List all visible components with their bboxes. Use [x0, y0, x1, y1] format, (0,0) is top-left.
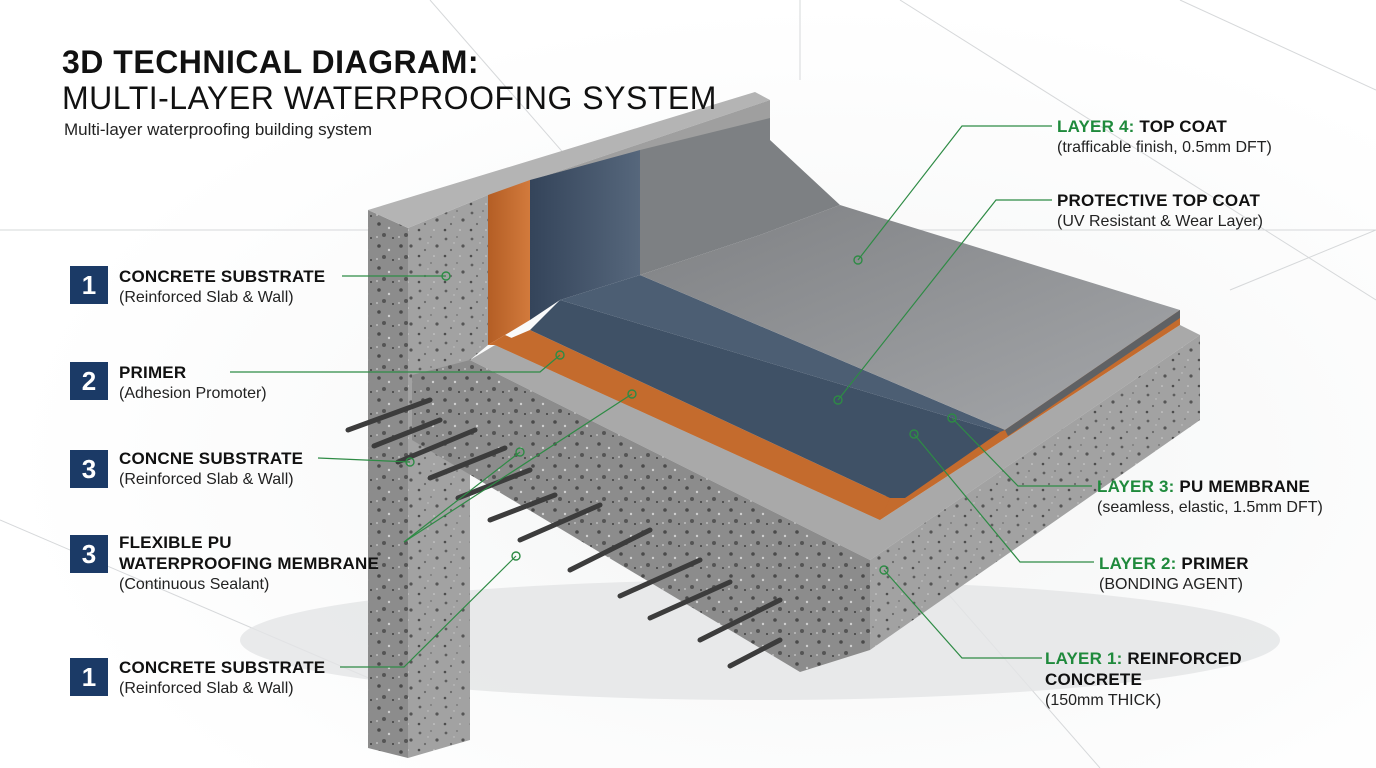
right-label-detail: (UV Resistant & Wear Layer)	[1057, 213, 1263, 230]
leader-lines	[230, 125, 1094, 668]
wall-top-face	[368, 92, 770, 228]
right-label-detail: (150mm THICK)	[1045, 692, 1162, 709]
wall-front-face	[368, 210, 408, 758]
right-label-detail: (trafficable finish, 0.5mm DFT)	[1057, 139, 1272, 156]
topcoat-edge	[1005, 310, 1180, 436]
badge-3b: 3	[70, 535, 108, 573]
badge-1: 1	[70, 266, 108, 304]
left-label-heading: CONCRETE SUBSTRATE	[119, 267, 326, 286]
leader-left-4	[403, 393, 633, 543]
leader-right-2	[837, 199, 1052, 401]
membrane-horizontal	[530, 300, 1000, 498]
layer-name: TOP COAT	[1134, 117, 1227, 136]
leader-left-3	[317, 457, 411, 463]
primer-band	[495, 330, 890, 520]
left-label-heading: CONCNE SUBSTRATE	[119, 449, 304, 468]
badge-3: 3	[70, 450, 108, 488]
membrane-horizontal-lit	[560, 275, 1005, 432]
page-subtitle: MULTI-LAYER WATERPROOFING SYSTEM	[62, 80, 717, 116]
leader-right-1	[857, 125, 1052, 261]
left-label-pu-membrane: FLEXIBLE PU WATERPROOFING MEMBRANE (Cont…	[119, 532, 379, 595]
right-label-layer4: LAYER 4: TOP COAT (trafficable finish, 0…	[1057, 116, 1272, 158]
layer-name: PU MEMBRANE	[1174, 477, 1311, 496]
layer-name: PRIMER	[1176, 554, 1249, 573]
right-label-heading: LAYER 1: REINFORCED	[1045, 648, 1242, 669]
left-label-heading-line2: WATERPROOFING MEMBRANE	[119, 554, 380, 573]
leader-right-3	[951, 417, 1092, 487]
right-label-layer2: LAYER 2: PRIMER (BONDING AGENT)	[1099, 553, 1249, 595]
left-label-detail: (Adhesion Promoter)	[119, 385, 267, 402]
left-label-detail: (Continuous Sealant)	[119, 576, 270, 593]
primer-vertical	[488, 180, 530, 345]
left-label-heading-line1: FLEXIBLE PU	[119, 533, 232, 552]
layer-prefix: LAYER 2:	[1099, 554, 1177, 573]
left-label-detail: (Reinforced Slab & Wall)	[119, 289, 294, 306]
leader-markers	[405, 255, 957, 575]
badge-2: 2	[70, 362, 108, 400]
page-title: 3D TECHNICAL DIAGRAM:	[62, 44, 480, 80]
slab-top-surface	[470, 325, 1200, 560]
page-caption: Multi-layer waterproofing building syste…	[64, 120, 373, 139]
topcoat-vertical	[640, 118, 840, 275]
right-label-layer1: LAYER 1: REINFORCED CONCRETE (150mm THIC…	[1045, 648, 1242, 711]
right-label-heading: LAYER 3: PU MEMBRANE	[1097, 476, 1323, 497]
membrane-vertical	[530, 150, 640, 320]
leader-left-2	[230, 354, 561, 373]
left-label-detail: (Reinforced Slab & Wall)	[119, 471, 294, 488]
leader-right-4	[913, 433, 1094, 563]
left-label-concrete-substrate-bottom: CONCRETE SUBSTRATE (Reinforced Slab & Wa…	[119, 657, 325, 699]
right-label-heading: LAYER 4: TOP COAT	[1057, 116, 1272, 137]
right-label-heading: PROTECTIVE TOP COAT	[1057, 191, 1261, 210]
leader-right-5	[883, 569, 1042, 659]
left-label-concrete-substrate-top: CONCRETE SUBSTRATE (Reinforced Slab & Wa…	[119, 266, 325, 308]
right-label-protective-top-coat: PROTECTIVE TOP COAT (UV Resistant & Wear…	[1057, 190, 1263, 232]
badge-1b: 1	[70, 658, 108, 696]
slab-right-face	[870, 335, 1200, 650]
right-label-heading-line2: CONCRETE	[1045, 670, 1142, 689]
left-label-heading: CONCRETE SUBSTRATE	[119, 658, 326, 677]
wall-side-face	[408, 195, 488, 758]
left-label-primer: PRIMER (Adhesion Promoter)	[119, 362, 267, 404]
right-label-detail: (BONDING AGENT)	[1099, 576, 1244, 593]
left-label-concne-substrate: CONCNE SUBSTRATE (Reinforced Slab & Wall…	[119, 448, 303, 490]
left-label-detail: (Reinforced Slab & Wall)	[119, 680, 294, 697]
right-label-heading: LAYER 2: PRIMER	[1099, 553, 1249, 574]
layer-name: REINFORCED	[1122, 649, 1242, 668]
topcoat-horizontal	[640, 205, 1180, 430]
layer-prefix: LAYER 4:	[1057, 117, 1135, 136]
layer-prefix: LAYER 3:	[1097, 477, 1175, 496]
slab-cross-section	[412, 360, 870, 672]
leader-left-5	[340, 555, 517, 668]
right-label-detail: (seamless, elastic, 1.5mm DFT)	[1097, 499, 1323, 516]
right-label-layer3: LAYER 3: PU MEMBRANE (seamless, elastic,…	[1097, 476, 1323, 518]
left-label-heading: PRIMER	[119, 363, 187, 382]
layer-prefix: LAYER 1:	[1045, 649, 1123, 668]
leader-left-4b	[403, 451, 521, 543]
